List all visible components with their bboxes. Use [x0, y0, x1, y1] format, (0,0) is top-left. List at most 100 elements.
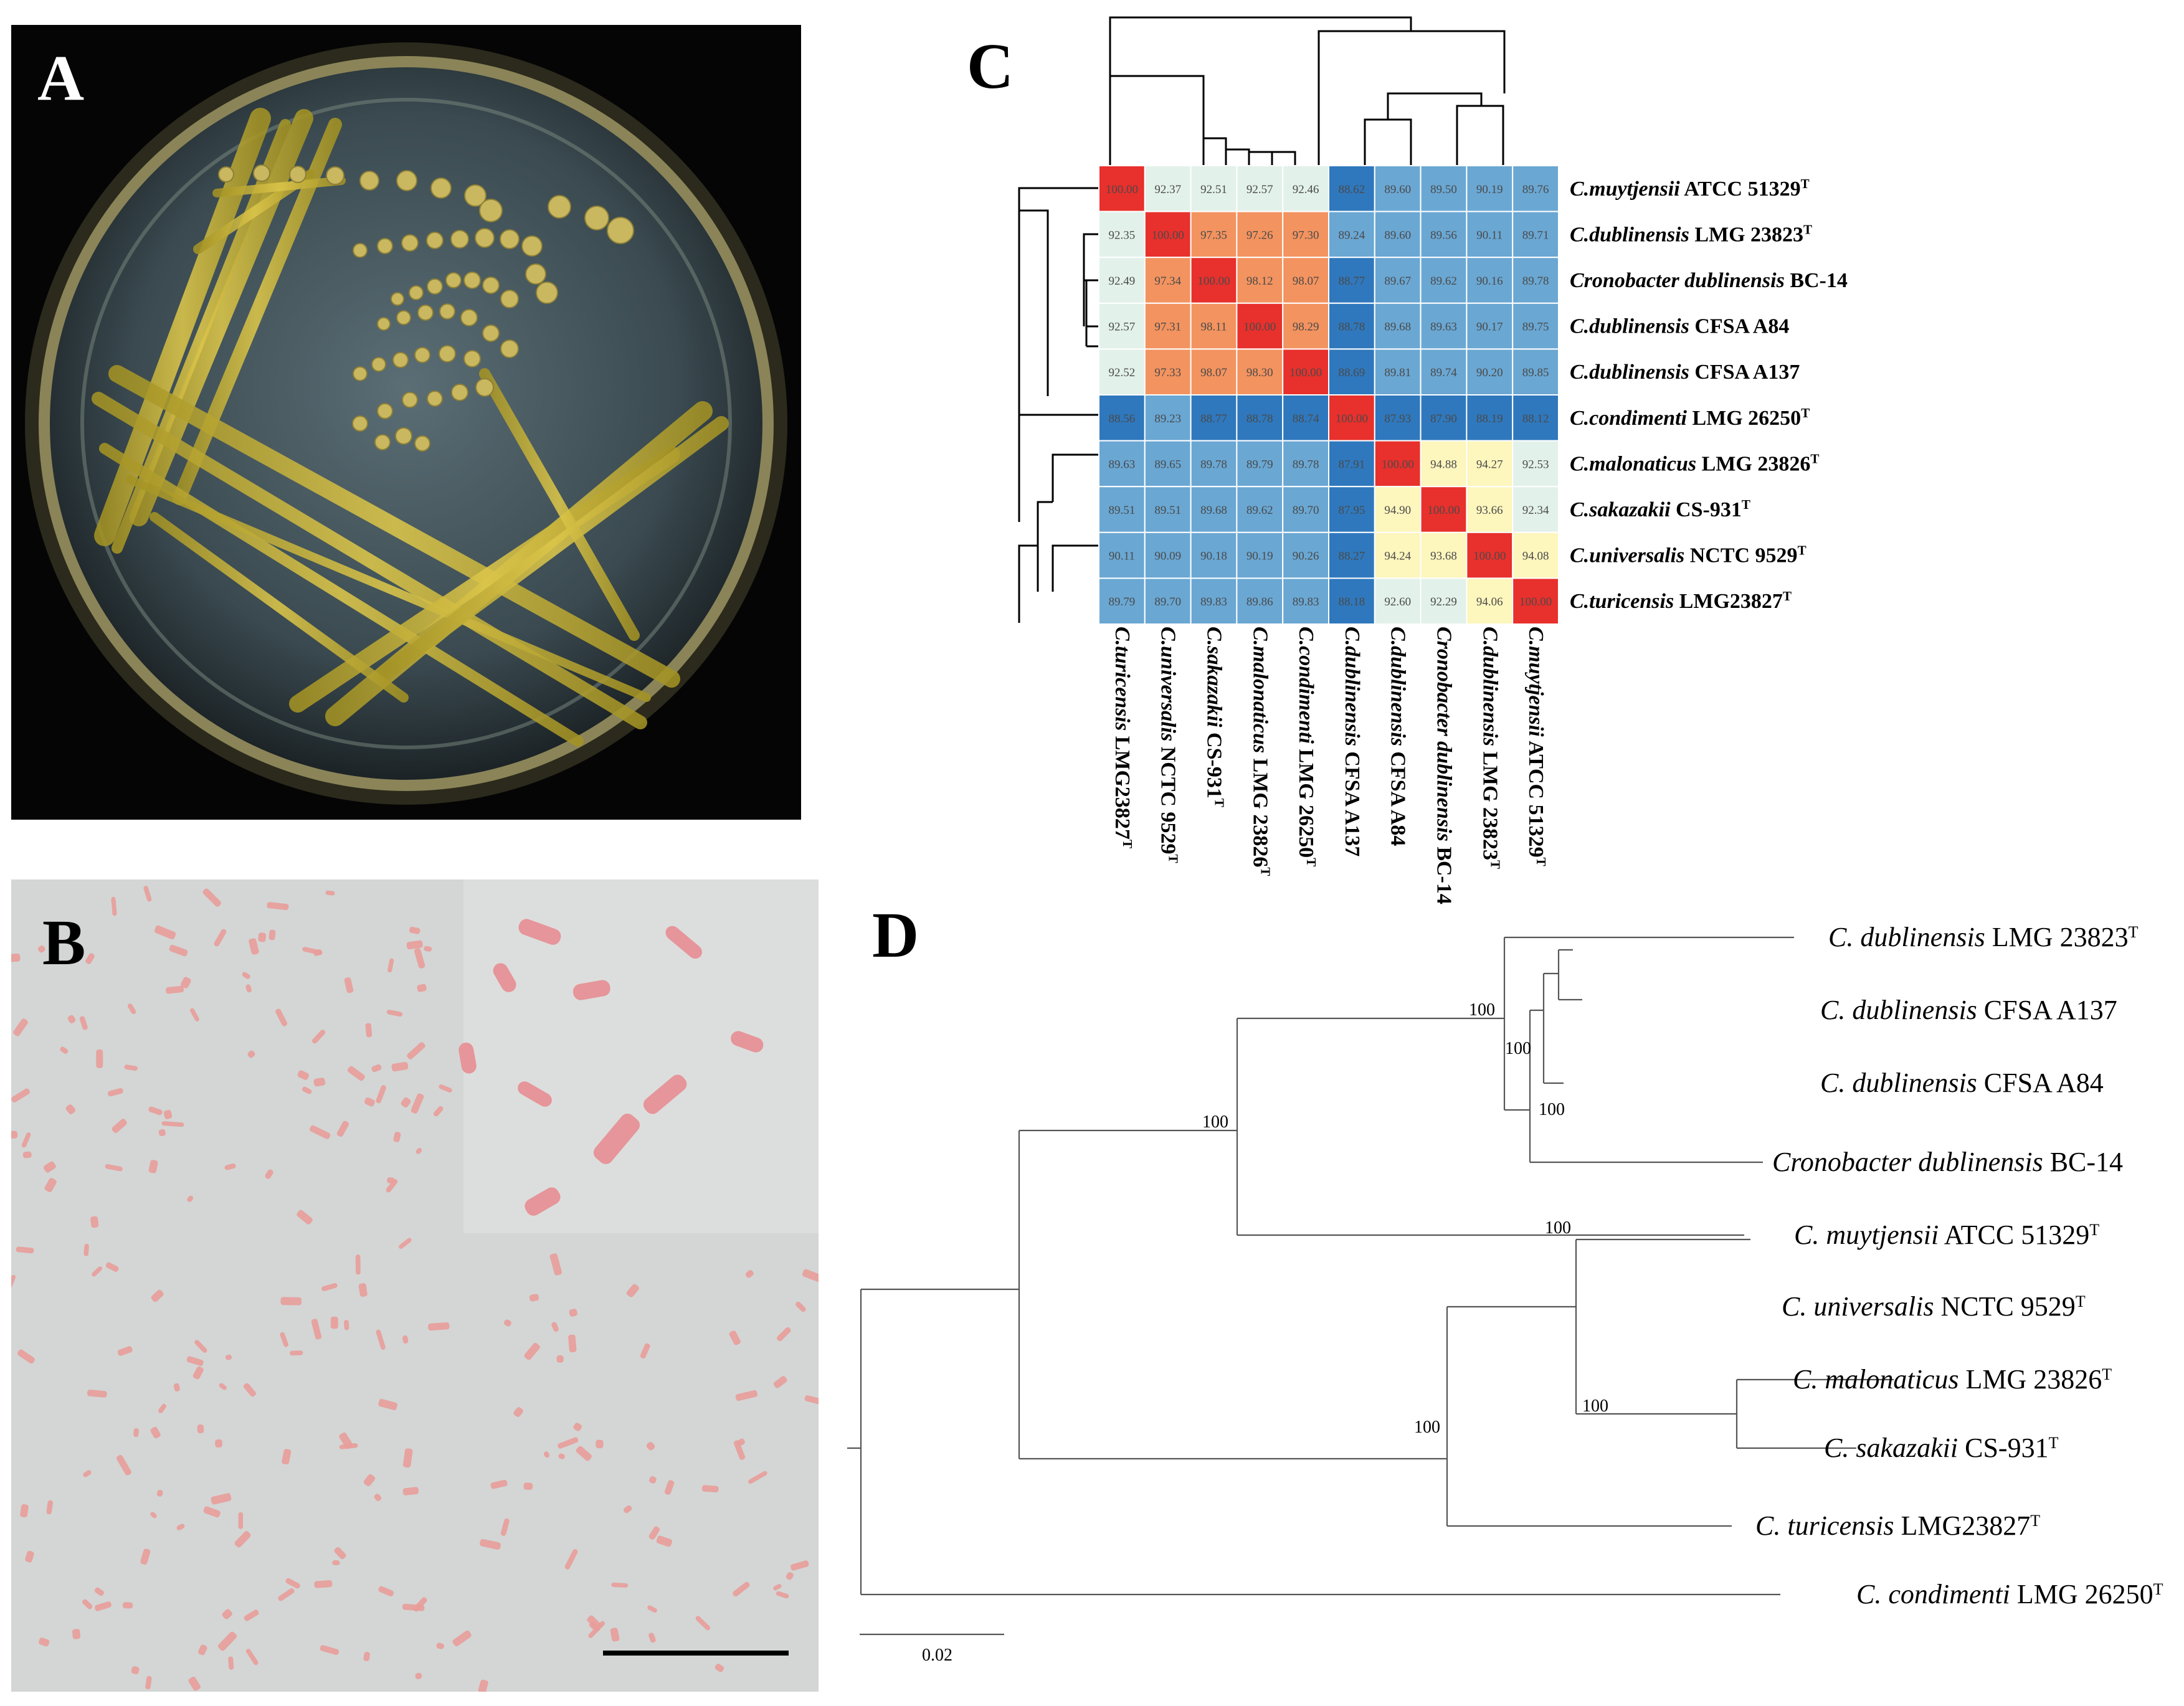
cell — [513, 1407, 523, 1418]
cell — [588, 1621, 605, 1638]
cell — [211, 1493, 232, 1505]
cell — [701, 1485, 719, 1493]
cell — [20, 1504, 29, 1518]
cell-value: 89.78 — [1522, 275, 1549, 288]
cell — [148, 1106, 163, 1116]
cell — [148, 1160, 158, 1173]
cell-value: 88.74 — [1293, 412, 1319, 425]
cell-value: 89.68 — [1200, 504, 1227, 517]
cell-value: 89.65 — [1154, 458, 1181, 471]
cell — [234, 1531, 251, 1548]
cell — [215, 1439, 222, 1448]
cell-value: 100.00 — [1519, 595, 1552, 609]
cell — [245, 984, 252, 993]
cell-value: 90.11 — [1476, 229, 1503, 242]
cell — [336, 1121, 349, 1137]
cell — [733, 1581, 750, 1597]
colony — [417, 305, 434, 321]
cell-value: 90.26 — [1293, 550, 1319, 563]
cell — [406, 940, 423, 950]
bootstrap-value: 100 — [1582, 1396, 1608, 1416]
cell — [330, 1316, 338, 1329]
streak — [212, 176, 346, 197]
cell — [646, 1441, 655, 1451]
cell — [258, 932, 267, 942]
cell-value: 89.63 — [1430, 321, 1457, 334]
cell — [436, 1642, 444, 1649]
heatmap-cell — [1144, 302, 1192, 350]
cell-value: 89.83 — [1293, 595, 1319, 609]
cell — [490, 1479, 508, 1489]
cell — [393, 1132, 401, 1142]
cell — [122, 1602, 133, 1609]
heatmap-cell — [1282, 394, 1330, 442]
cell-value: 92.57 — [1246, 183, 1273, 196]
heatmap-cell — [1144, 440, 1192, 488]
cell — [25, 1550, 34, 1563]
cell-value: 94.90 — [1384, 504, 1411, 517]
cell — [376, 1085, 386, 1104]
cell — [219, 1383, 227, 1390]
colony — [460, 309, 478, 326]
cell — [85, 953, 95, 964]
leaf-label: C. sakazakii CS-931T — [1824, 1433, 2059, 1463]
cell — [222, 1609, 232, 1619]
colony — [451, 384, 468, 401]
cell — [131, 1666, 140, 1674]
colony — [391, 292, 404, 306]
row-label: C.malonaticus LMG 23826T — [1570, 451, 1819, 475]
heatmap-cell — [1236, 531, 1284, 579]
heatmap-cell — [1466, 348, 1514, 396]
panel-label-b: B — [42, 907, 86, 979]
cell-value: 89.24 — [1339, 229, 1365, 242]
cell — [158, 1129, 166, 1137]
cell — [173, 1383, 180, 1392]
cell — [480, 1538, 501, 1550]
cell — [22, 1151, 32, 1159]
heatmap-cell — [1420, 531, 1468, 579]
column-label: C.turicensis LMG23827T — [1111, 627, 1135, 848]
cell — [624, 1505, 632, 1514]
cell — [96, 1049, 103, 1068]
cell — [452, 1630, 472, 1647]
colony — [475, 378, 494, 397]
cell — [371, 1064, 382, 1073]
cell — [163, 1110, 173, 1119]
colony — [427, 278, 443, 295]
cell — [573, 1423, 582, 1431]
cell-value: 89.79 — [1246, 458, 1273, 471]
cell-value: 94.88 — [1430, 458, 1457, 471]
cell — [556, 1355, 564, 1363]
heatmap-cell — [1374, 302, 1422, 350]
cell-value: 89.23 — [1154, 412, 1181, 425]
cell — [44, 1178, 57, 1192]
heatmap-cell — [1328, 211, 1375, 258]
cell — [656, 1535, 673, 1547]
heatmap-cell — [1282, 531, 1330, 579]
colony — [439, 303, 455, 320]
heatmap-cell — [1512, 394, 1560, 442]
cell — [321, 1283, 338, 1291]
cell — [275, 1008, 288, 1026]
cell-value: 93.66 — [1476, 504, 1503, 517]
bootstrap-value: 100 — [1545, 1218, 1571, 1238]
colony — [525, 263, 546, 285]
streak — [99, 443, 584, 747]
cell — [344, 977, 354, 993]
heatmap-cell — [1098, 257, 1146, 304]
cell — [95, 1601, 112, 1611]
colony — [548, 195, 571, 219]
cell-value: 89.60 — [1384, 183, 1411, 196]
cell — [376, 1329, 386, 1350]
cell — [417, 983, 427, 992]
cell — [610, 1628, 620, 1642]
heatmap-cell — [1512, 440, 1560, 488]
cell-value: 90.19 — [1246, 550, 1273, 563]
colony — [430, 178, 452, 199]
row-label: Cronobacter dublinensis BC-14 — [1570, 269, 1848, 292]
cell — [358, 1283, 368, 1297]
cell-value: 88.18 — [1339, 595, 1365, 609]
cell — [311, 1319, 322, 1340]
cell — [313, 1078, 326, 1087]
colony — [439, 345, 456, 363]
